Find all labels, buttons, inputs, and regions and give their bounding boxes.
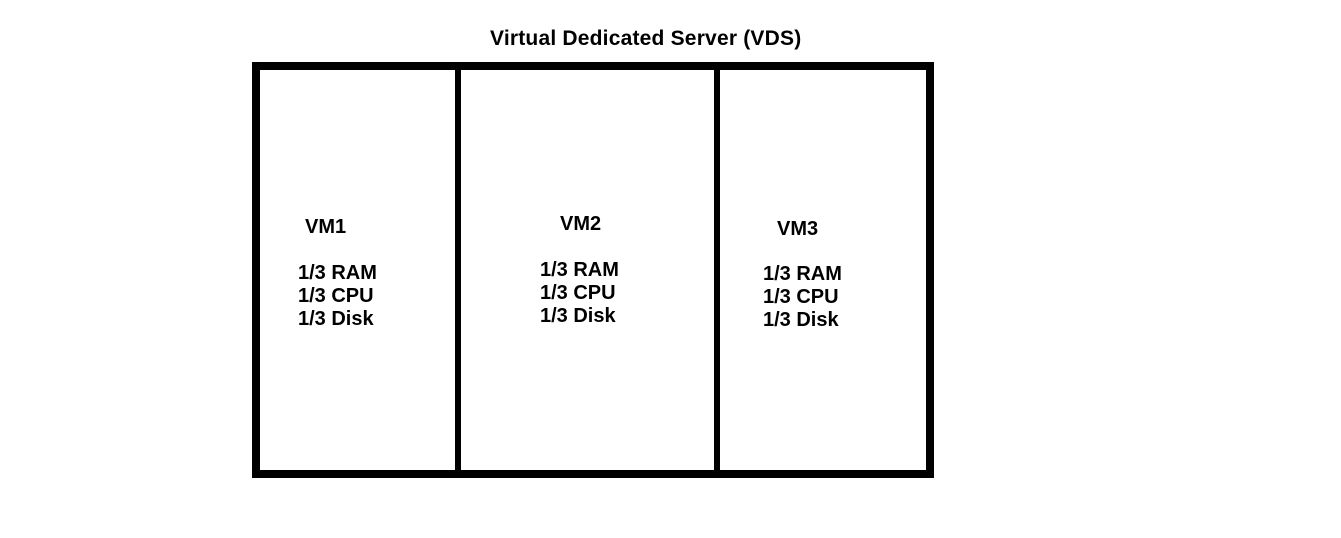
vm1-spec-ram: 1/3 RAM [298,262,377,284]
vm3-spec-disk: 1/3 Disk [763,309,839,331]
vm1-specs-list: 1/3 RAM 1/3 CPU 1/3 Disk [298,262,377,331]
vm3-specs-list: 1/3 RAM 1/3 CPU 1/3 Disk [763,263,842,332]
vm-column-vm1: VM1 1/3 RAM 1/3 CPU 1/3 Disk [260,70,461,470]
vm1-spec-disk: 1/3 Disk [298,308,374,330]
vm-column-vm2: VM2 1/3 RAM 1/3 CPU 1/3 Disk [461,70,720,470]
vm2-specs-list: 1/3 RAM 1/3 CPU 1/3 Disk [540,259,619,328]
vm2-spec-disk: 1/3 Disk [540,305,616,327]
diagram-title: Virtual Dedicated Server (VDS) [490,27,802,50]
vm1-name-label: VM1 [305,216,347,238]
vm2-name-label: VM2 [560,213,602,235]
vm3-spec-ram: 1/3 RAM [763,263,842,285]
vm2-spec-cpu: 1/3 CPU [540,282,616,304]
vm3-name-label: VM3 [777,218,819,240]
vm1-spec-cpu: 1/3 CPU [298,285,374,307]
vm2-spec-ram: 1/3 RAM [540,259,619,281]
vm3-spec-cpu: 1/3 CPU [763,286,839,308]
vds-outer-box: VM1 1/3 RAM 1/3 CPU 1/3 Disk VM2 1/3 RAM… [252,62,934,478]
vm-column-vm3: VM3 1/3 RAM 1/3 CPU 1/3 Disk [720,70,926,470]
